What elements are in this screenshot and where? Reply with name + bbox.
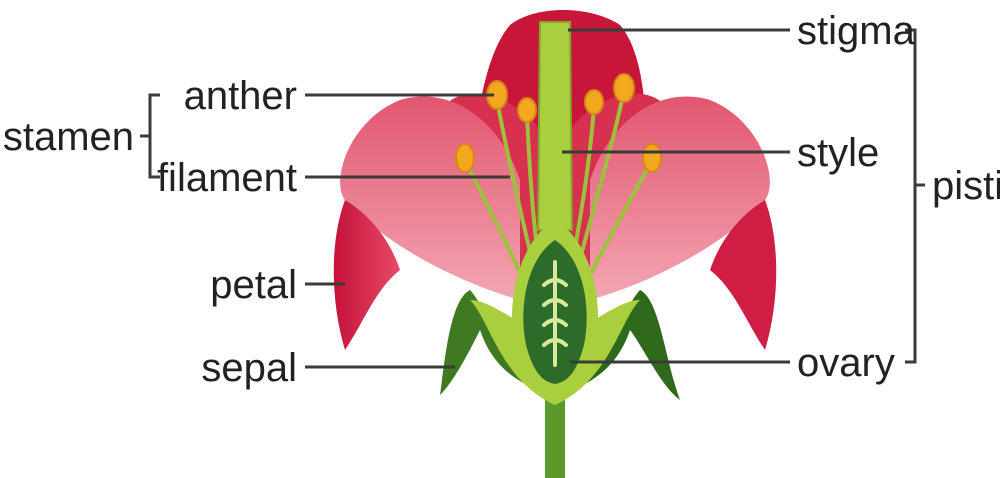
- label-filament: filament: [157, 156, 297, 200]
- label-sepal: sepal: [201, 346, 297, 390]
- label-petal: petal: [210, 263, 297, 307]
- label-style: style: [797, 131, 879, 175]
- label-anther: anther: [184, 74, 297, 118]
- label-pistil: pistil: [932, 164, 1000, 208]
- label-ovary: ovary: [797, 341, 895, 385]
- pistil-style: [538, 22, 572, 230]
- label-stamen: stamen: [3, 115, 134, 159]
- pistil-bracket: [905, 30, 925, 362]
- stem: [545, 400, 565, 478]
- flower-illustration: [334, 10, 777, 478]
- label-stigma: stigma: [797, 9, 916, 53]
